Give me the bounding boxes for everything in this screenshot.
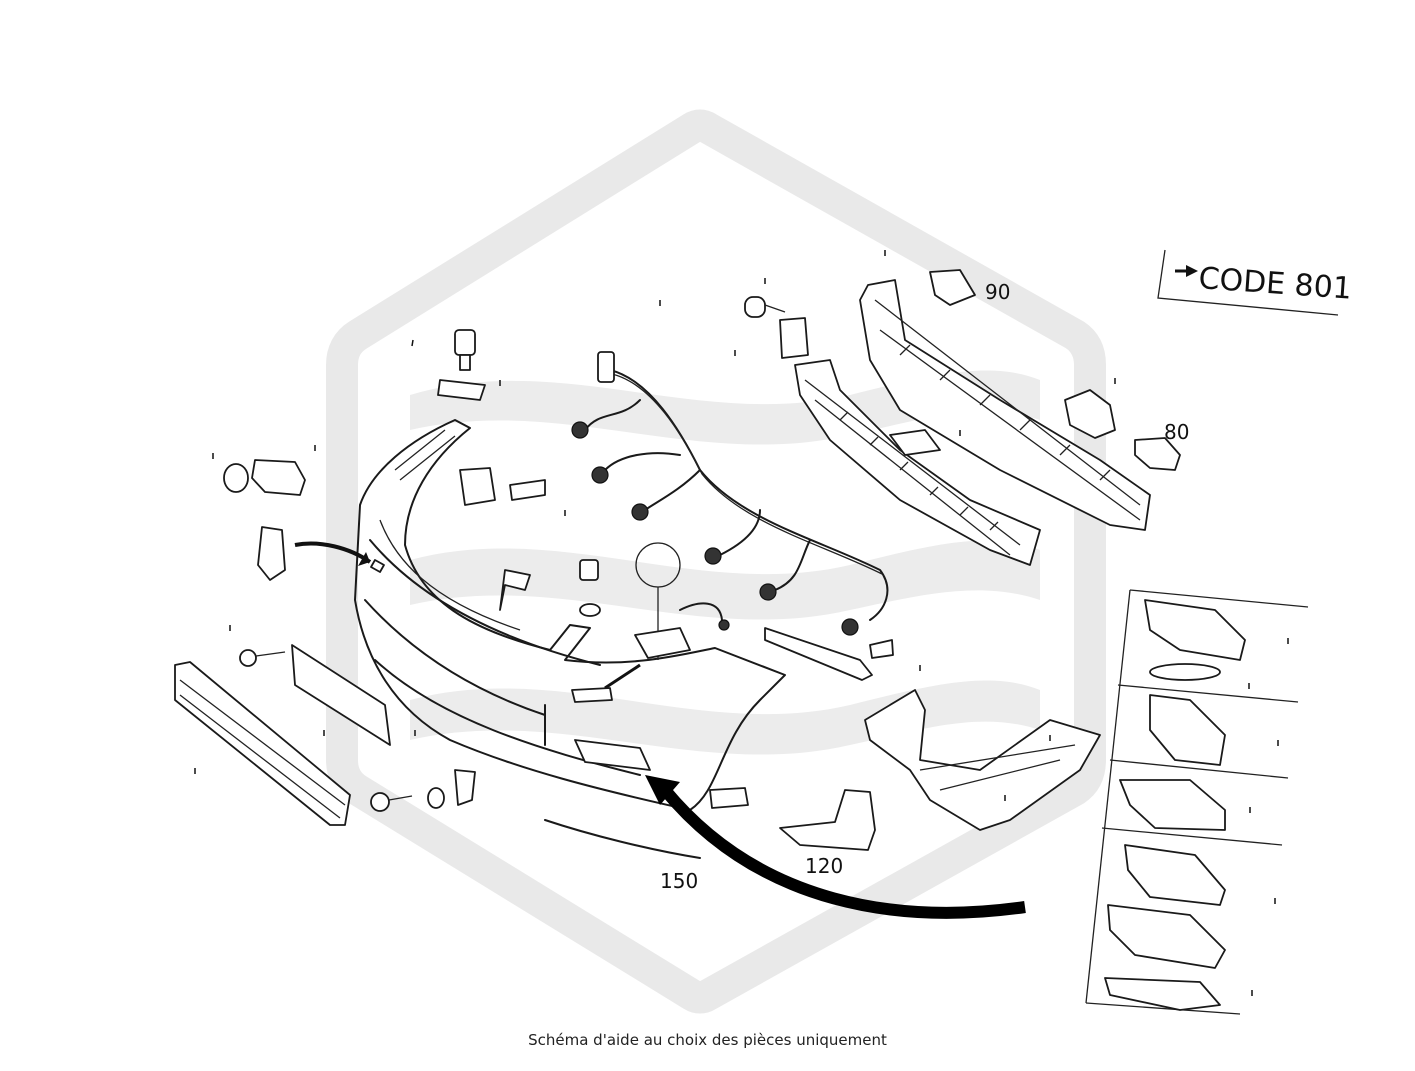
side-trim	[764, 627, 894, 681]
code-801-marker: CODE 801	[1157, 249, 1353, 316]
leader-ticks	[194, 250, 1289, 996]
upper-reinforcement-bar	[859, 269, 1151, 531]
fasteners-top	[437, 296, 809, 617]
callout-150: 150	[660, 869, 698, 893]
caption: Schéma d'aide au choix des pièces unique…	[528, 1031, 887, 1049]
left-parts	[174, 459, 749, 826]
grille-variants-panel	[1085, 589, 1309, 1015]
sensor-wiring-harness	[571, 351, 889, 660]
right-bracket-assembly	[864, 689, 1101, 831]
arrow-bottom	[645, 775, 1026, 919]
front-bumper-cover	[354, 419, 786, 859]
air-deflector-120	[779, 789, 876, 851]
arrow-cap	[571, 627, 691, 703]
bracket-80	[1064, 389, 1181, 471]
lower-impact-bar	[794, 359, 1041, 566]
arrow-left	[294, 541, 372, 566]
callout-80: 80	[1164, 420, 1189, 444]
callout-90: 90	[985, 280, 1010, 304]
watermark-logo	[326, 109, 1106, 1014]
code-801-label: CODE 801	[1197, 261, 1352, 307]
callout-120: 120	[805, 854, 843, 878]
